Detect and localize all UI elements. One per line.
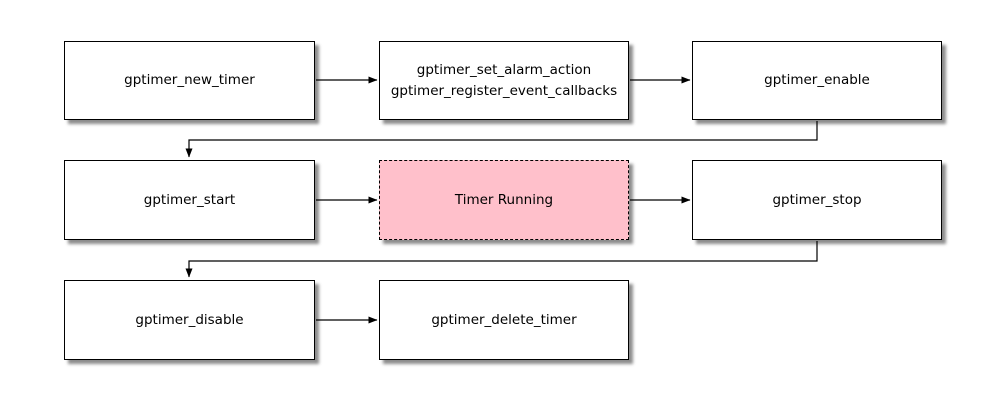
node-label: gptimer_stop bbox=[772, 191, 862, 208]
edge-stop-to-disable bbox=[185, 241, 818, 278]
node-gptimer-set-alarm-action: gptimer_set_alarm_action gptimer_registe… bbox=[379, 41, 629, 120]
node-timer-running: Timer Running bbox=[379, 160, 629, 240]
node-gptimer-enable: gptimer_enable bbox=[692, 41, 942, 120]
node-label: Timer Running bbox=[454, 191, 554, 208]
node-label: gptimer_start bbox=[143, 191, 236, 208]
node-label: gptimer_enable bbox=[764, 72, 870, 89]
node-label: gptimer_delete_timer bbox=[431, 311, 577, 328]
node-gptimer-new-timer: gptimer_new_timer bbox=[64, 41, 315, 120]
node-gptimer-start: gptimer_start bbox=[64, 160, 315, 240]
node-gptimer-delete-timer: gptimer_delete_timer bbox=[379, 280, 629, 360]
node-gptimer-stop: gptimer_stop bbox=[692, 160, 942, 240]
edge-enable-to-start bbox=[185, 121, 818, 158]
node-gptimer-disable: gptimer_disable bbox=[64, 280, 315, 360]
node-label-line1: gptimer_set_alarm_action bbox=[416, 61, 592, 78]
node-label: gptimer_new_timer bbox=[124, 72, 255, 89]
node-label-line2: gptimer_register_event_callbacks bbox=[390, 82, 618, 99]
node-label: gptimer_disable bbox=[135, 311, 244, 328]
